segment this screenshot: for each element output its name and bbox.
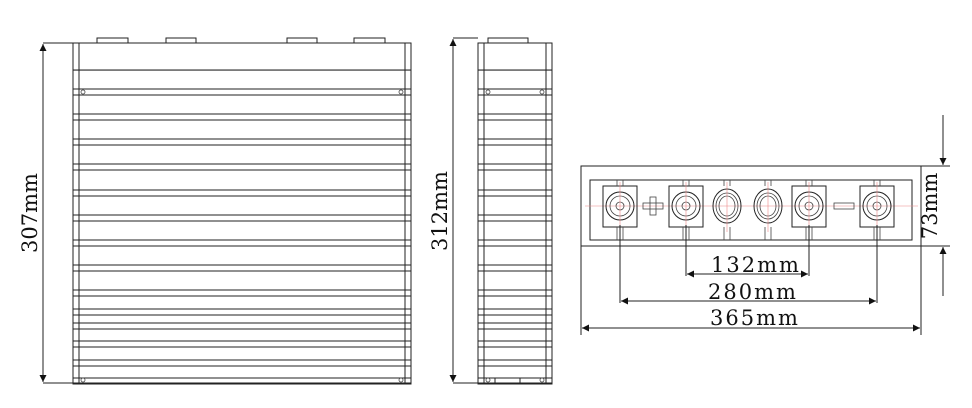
- dimension-132: 132mm: [685, 225, 810, 278]
- inner-spacing-label: 132mm: [711, 253, 801, 277]
- dimension-280: 280mm: [619, 225, 878, 305]
- front-view: [72, 37, 412, 385]
- minus-symbol-icon: [833, 202, 855, 210]
- rib-band: [477, 377, 553, 385]
- rib-band: [72, 308, 412, 316]
- terminal-bolt-icon: [602, 180, 638, 240]
- rib-band: [477, 88, 553, 96]
- rib-band: [477, 289, 553, 297]
- vent-icon: [753, 180, 783, 240]
- rib-band: [477, 308, 553, 316]
- top-view: [580, 165, 922, 247]
- rib-band: [72, 322, 412, 330]
- rib-band: [72, 264, 412, 272]
- rib-band: [72, 289, 412, 297]
- rib-band: [477, 322, 553, 330]
- vent-icon: [712, 180, 742, 240]
- rib-band: [72, 340, 412, 348]
- rib-band: [72, 138, 412, 146]
- rib-band: [72, 359, 412, 367]
- rib-band: [72, 163, 412, 171]
- rib-band: [72, 189, 412, 197]
- side-view: [477, 37, 553, 385]
- rib-band: [72, 377, 412, 385]
- rib-band: [477, 189, 553, 197]
- rib-band: [477, 359, 553, 367]
- rib-band: [477, 138, 553, 146]
- rib-band: [72, 113, 412, 121]
- rib-band: [477, 113, 553, 121]
- rib-band: [72, 239, 412, 247]
- rib-band: [477, 163, 553, 171]
- plus-symbol-icon: [642, 196, 664, 216]
- rib-band: [477, 264, 553, 272]
- rib-band: [477, 214, 553, 222]
- rib-band: [477, 239, 553, 247]
- dimension-73: 73mm: [918, 115, 950, 296]
- overall-width-label: 365mm: [710, 306, 800, 330]
- front-height-label: 307mm: [18, 173, 42, 253]
- side-height-label: 312mm: [428, 171, 452, 251]
- dimension-365: 365mm: [580, 246, 922, 335]
- rib-band: [72, 88, 412, 96]
- terminal-bolt-icon: [791, 180, 827, 240]
- depth-label: 73mm: [918, 173, 942, 240]
- rib-band: [477, 340, 553, 348]
- dimension-307: 307mm: [18, 42, 73, 384]
- outer-spacing-label: 280mm: [708, 280, 798, 304]
- dimension-312: 312mm: [428, 37, 478, 384]
- rib-band: [72, 214, 412, 222]
